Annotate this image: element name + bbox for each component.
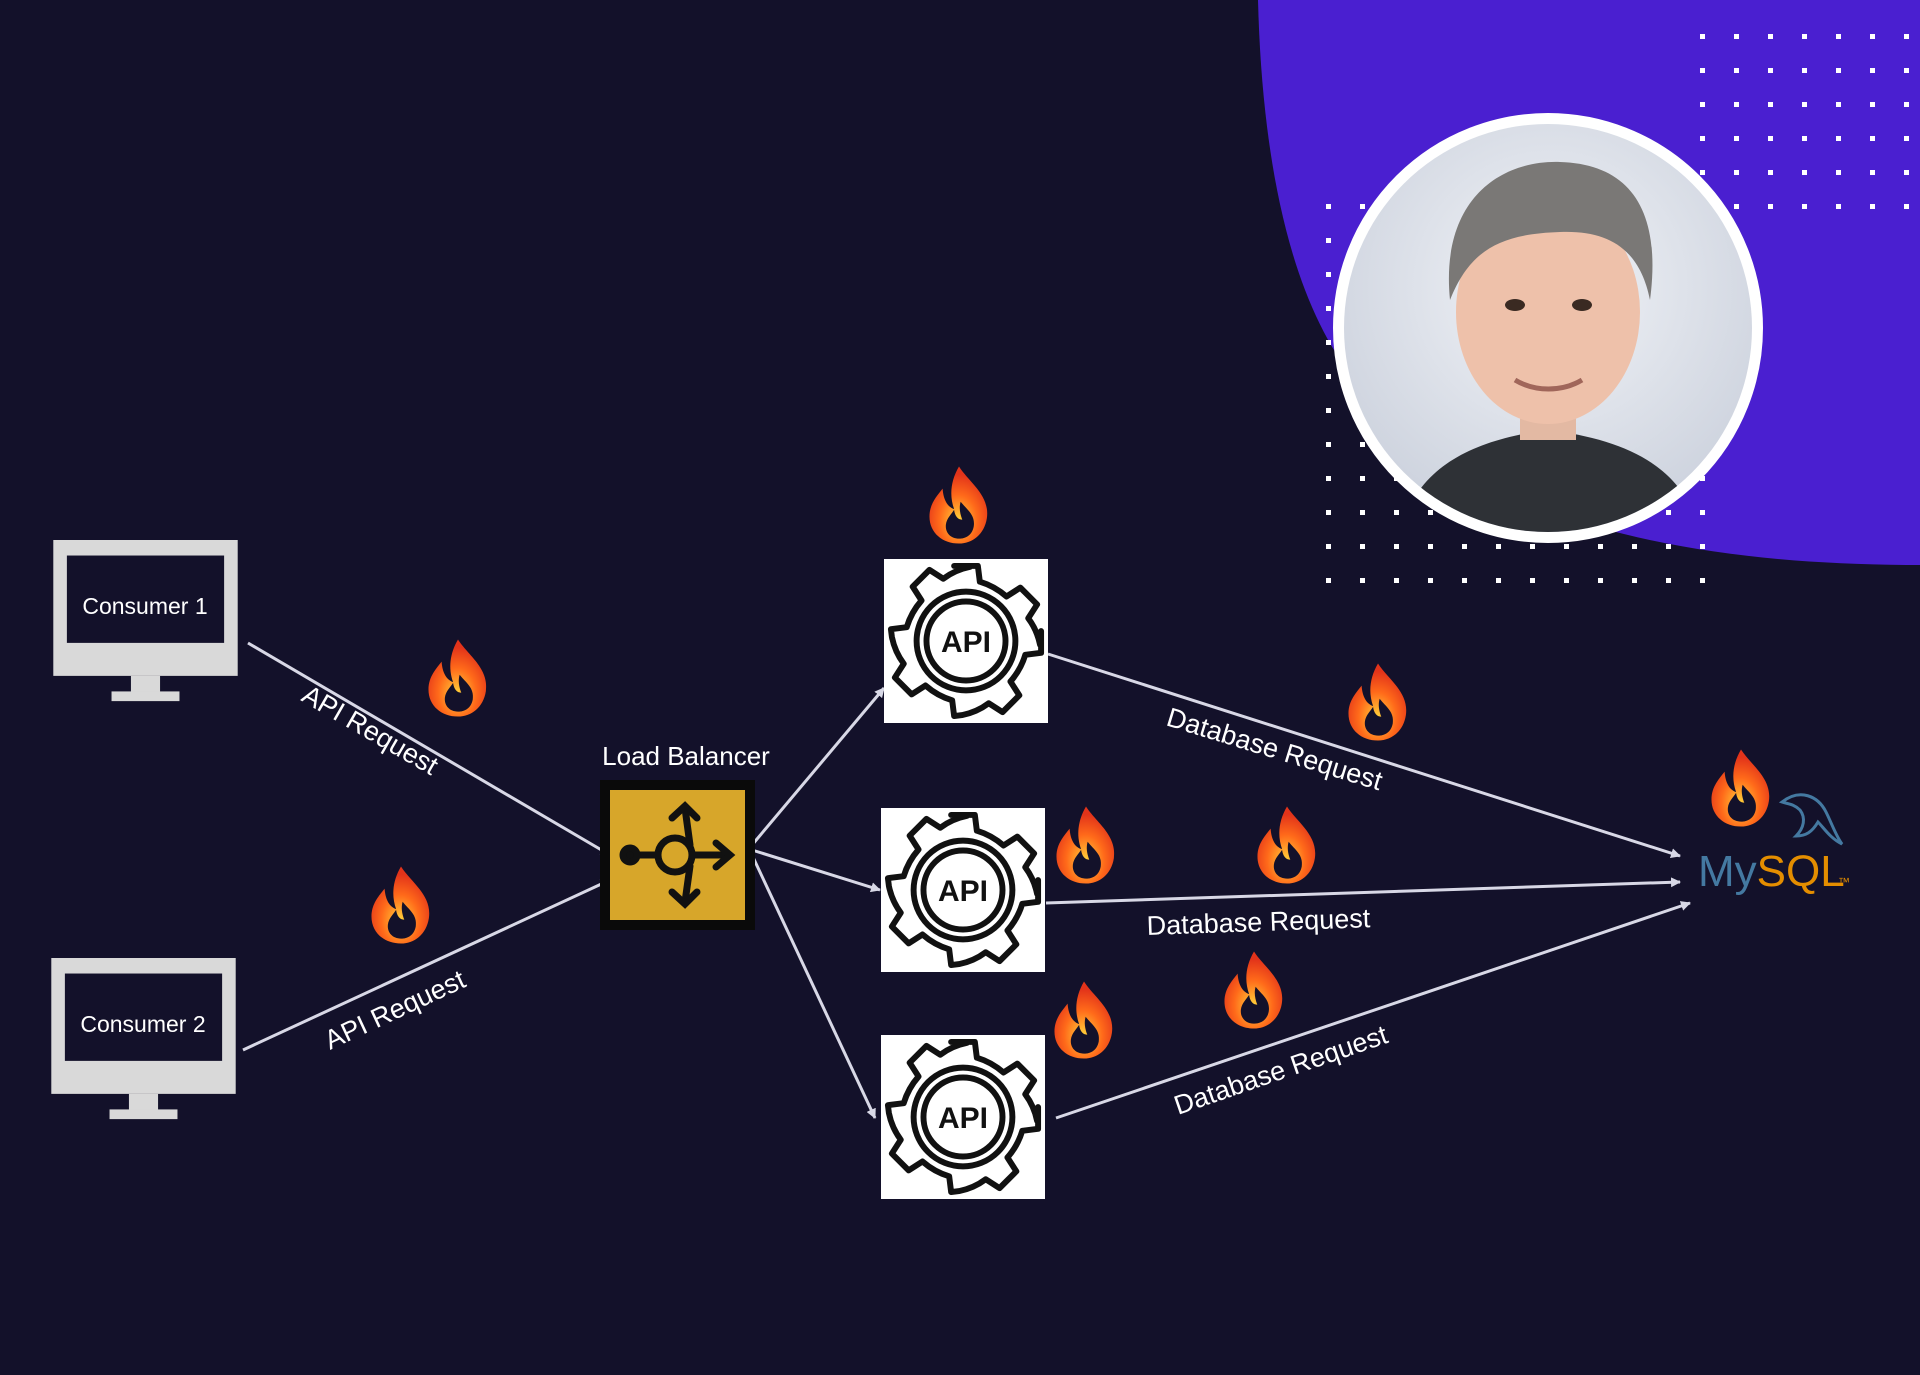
mysql-my: My xyxy=(1698,847,1757,896)
codeigniter-flame-icon xyxy=(929,466,988,544)
mysql-wordmark: MySQL xyxy=(1698,847,1845,896)
edge-label-api3-db: Database Request xyxy=(1170,1019,1392,1120)
consumer-label: Consumer 2 xyxy=(80,1011,205,1037)
load-balancer-icon xyxy=(619,801,736,909)
api-node-2: API xyxy=(881,808,1045,972)
codeigniter-flame-icon xyxy=(1056,806,1115,884)
api-label: API xyxy=(938,875,988,908)
edge-api1-db xyxy=(1047,652,1681,859)
edge-label-consumer2: API Request xyxy=(320,964,471,1055)
edge-api3-db xyxy=(1055,901,1691,1120)
api-label: API xyxy=(938,1102,988,1135)
shirt xyxy=(1400,430,1700,532)
codeigniter-flame-icon xyxy=(1711,749,1770,827)
edge-consumer2-lb xyxy=(242,878,611,1052)
edge-api2-db xyxy=(1045,877,1681,905)
consumer-node-1: Consumer 1 xyxy=(53,540,238,702)
consumer-label: Consumer 1 xyxy=(82,593,207,619)
load-balancer-node: Load Balancer xyxy=(600,741,770,930)
edge-label-consumer1: API Request xyxy=(297,679,444,781)
edge-lb-api1 xyxy=(750,687,886,846)
codeigniter-flame-icon xyxy=(1348,663,1407,741)
presenter-avatar xyxy=(1333,113,1763,543)
edge-lb-api2 xyxy=(751,848,881,893)
monitor-icon xyxy=(51,958,236,1120)
load-balancer-label: Load Balancer xyxy=(602,741,770,771)
edge-lb-api3 xyxy=(750,854,877,1119)
dolphin-icon xyxy=(1778,793,1844,846)
codeigniter-flame-icon xyxy=(428,639,487,717)
codeigniter-flame-icon xyxy=(1054,981,1113,1059)
codeigniter-flame-icon xyxy=(1224,951,1283,1029)
codeigniter-flame-icon xyxy=(371,866,430,944)
mysql-logo: MySQL ™ xyxy=(1698,793,1850,896)
edge-consumer1-lb xyxy=(247,641,611,857)
api-node-3: API xyxy=(881,1035,1045,1199)
hair xyxy=(1448,161,1653,300)
codeigniter-flame-icon xyxy=(1257,806,1316,884)
connectors xyxy=(242,641,1691,1120)
edge-label-api2-db: Database Request xyxy=(1146,903,1371,941)
consumer-node-2: Consumer 2 xyxy=(51,958,236,1120)
monitor-icon xyxy=(53,540,238,702)
dot-grid-right xyxy=(1690,20,1915,220)
api-label: API xyxy=(941,626,991,659)
mysql-trademark: ™ xyxy=(1838,875,1850,889)
face xyxy=(1456,200,1640,424)
api-node-1: API xyxy=(884,559,1048,723)
mysql-sql: SQL xyxy=(1757,847,1845,896)
